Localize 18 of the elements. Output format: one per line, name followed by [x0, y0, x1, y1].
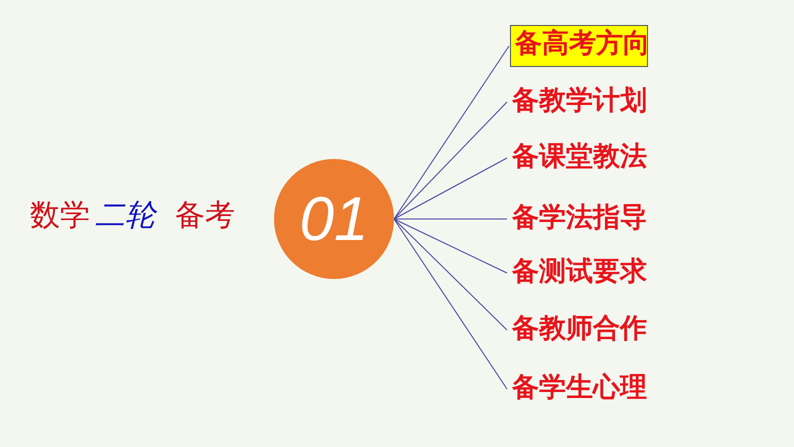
connector-line	[394, 218, 508, 220]
topic-label: 备教师合作	[508, 311, 648, 349]
connector-line	[394, 218, 508, 274]
title-text: 备考	[175, 197, 235, 235]
connector-line	[394, 218, 508, 330]
topic-label: 备课堂教法	[508, 139, 648, 177]
title-text: 二轮	[95, 196, 155, 236]
connector-line	[394, 158, 508, 220]
number-circle: 01	[274, 159, 394, 279]
topic-label: 备测试要求	[508, 254, 648, 292]
title-text: 数学	[30, 197, 90, 235]
topic-label: 备学生心理	[508, 370, 648, 408]
highlighted-topic: 备高考方向	[510, 25, 648, 67]
topic-label: 备学法指导	[508, 200, 648, 238]
connector-line	[394, 46, 510, 220]
topic-label: 备教学计划	[508, 83, 648, 121]
connector-line	[394, 218, 508, 390]
connector-line	[394, 102, 508, 220]
